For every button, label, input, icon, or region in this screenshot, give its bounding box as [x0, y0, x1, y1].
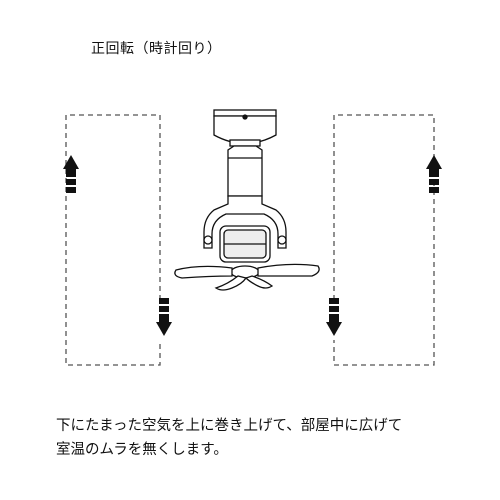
ceiling-fan-illustration	[174, 109, 320, 291]
up-arrow-icon	[426, 155, 442, 193]
description-line-1: 下にたまった空気を上に巻き上げて、部屋中に広げて	[56, 418, 403, 434]
up-arrow-icon	[63, 155, 79, 193]
down-arrow-icon	[326, 298, 342, 336]
left-airflow-loop	[65, 114, 161, 366]
description-line-2: 室温のムラを無くします。	[56, 442, 228, 458]
right-airflow-loop	[333, 114, 435, 366]
diagram-title: 正回転（時計回り）	[91, 41, 222, 57]
description-text: 下にたまった空気を上に巻き上げて、部屋中に広げて 室温のムラを無くします。	[56, 414, 402, 462]
down-arrow-icon	[156, 298, 172, 336]
